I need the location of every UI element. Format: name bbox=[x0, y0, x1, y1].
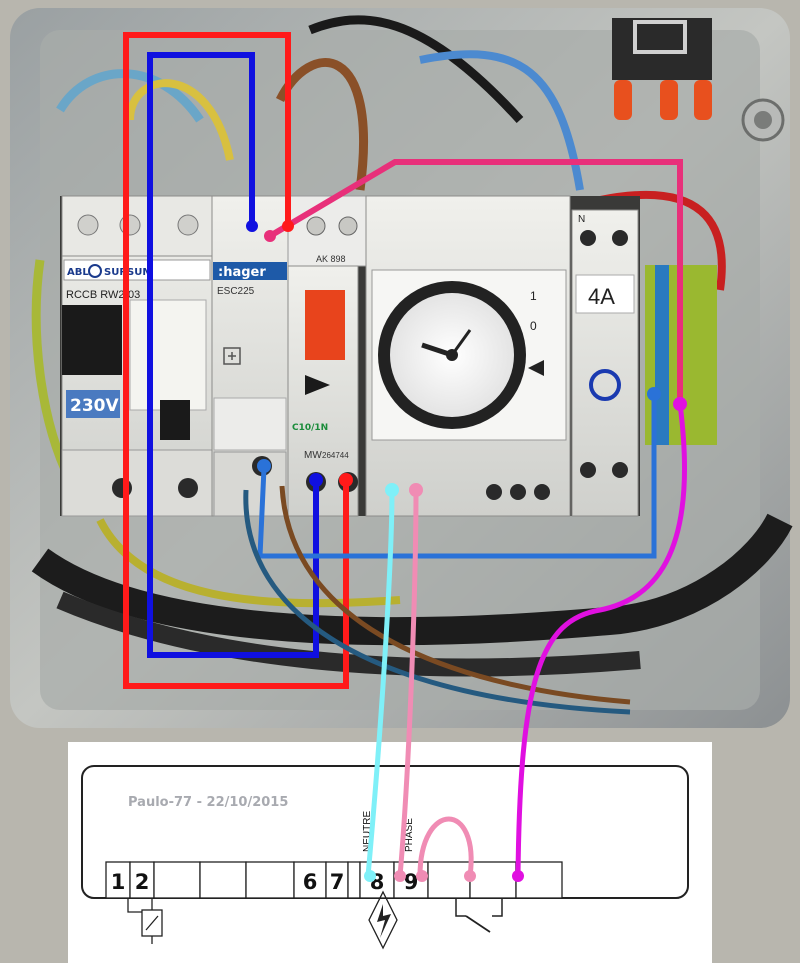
neutral-terminal-block bbox=[655, 265, 669, 445]
wire-end-red-bottom bbox=[339, 473, 353, 487]
neutral-mark: N bbox=[578, 214, 585, 225]
photo-wire-2 bbox=[126, 79, 234, 161]
mw-code: 264744 bbox=[322, 451, 349, 460]
brand-label: :hager bbox=[218, 265, 266, 280]
top-terminal-block bbox=[612, 18, 712, 80]
ak-label: AK 898 bbox=[316, 254, 346, 264]
terminal-number: 7 bbox=[330, 870, 345, 894]
watermark: Paulo-77 - 22/10/2015 bbox=[128, 795, 288, 810]
spade-connector-2 bbox=[660, 80, 678, 120]
photo-wire-3 bbox=[275, 58, 369, 191]
terminal-cell bbox=[347, 861, 361, 899]
rccb-module: ABL SURSUM RCCB RW2 03 230V bbox=[61, 195, 213, 517]
plus-symbol-box bbox=[223, 347, 241, 365]
wire-magenta bbox=[515, 403, 687, 877]
wire-brown bbox=[279, 485, 631, 705]
voltage-label: 230V bbox=[70, 396, 119, 416]
wire-end-red-top bbox=[282, 220, 294, 232]
breaker-module: AK 898 C10/1N MW 264744 bbox=[287, 195, 367, 517]
wire-end-pink bbox=[264, 230, 276, 242]
wire-bridge-7-8 bbox=[417, 816, 474, 877]
wire-red bbox=[123, 32, 349, 689]
wire-end-bridge-left bbox=[416, 870, 428, 882]
wire-cyan bbox=[365, 489, 395, 877]
terminal-clip bbox=[633, 20, 687, 54]
spade-connector-1 bbox=[614, 80, 632, 120]
wire-end-blue-top bbox=[246, 220, 258, 232]
rccb-toggle bbox=[62, 305, 122, 375]
wire-end-rose-bottom bbox=[394, 870, 406, 882]
rccb-label-tail: 03 bbox=[128, 289, 140, 301]
high-voltage-warning-icon bbox=[368, 890, 398, 950]
abl-logo: ABL bbox=[67, 267, 89, 278]
rccb-label: RCCB RW2 bbox=[66, 289, 124, 301]
wire-end-rose-top bbox=[409, 483, 423, 497]
terminal-number: 6 bbox=[303, 870, 318, 894]
terminal-number: 2 bbox=[135, 870, 150, 894]
wire-lightblue bbox=[257, 394, 657, 559]
relay-contact-symbol bbox=[455, 898, 503, 933]
thermistor-symbol bbox=[127, 898, 163, 944]
mw-label: MW bbox=[304, 450, 322, 461]
fuse-label: 4A bbox=[588, 284, 615, 309]
wire-end-magenta-top bbox=[673, 397, 687, 411]
photo-wire-5 bbox=[419, 50, 584, 191]
wire-end-cyan-top bbox=[385, 483, 399, 497]
wire-end-lightblue bbox=[257, 459, 271, 473]
terminal-cell bbox=[515, 861, 563, 899]
wire-end-lightblue-right bbox=[647, 387, 661, 401]
terminal-number: 1 bbox=[111, 870, 126, 894]
terminal-cell bbox=[153, 861, 201, 899]
hager-contactor-module: :hager ESC225 bbox=[211, 195, 289, 517]
photo-wire-4 bbox=[308, 15, 524, 124]
label-neutre: NEUTRE bbox=[362, 811, 373, 852]
photo-wire-6 bbox=[599, 190, 726, 291]
terminal-number: 9 bbox=[404, 870, 419, 894]
schematic-panel bbox=[68, 742, 712, 963]
wire-end-blue-bottom bbox=[309, 473, 323, 487]
breaker-arrow-icon bbox=[305, 375, 330, 395]
timer-module: 1 0 bbox=[365, 195, 571, 517]
wire-end-magenta-bottom bbox=[512, 870, 524, 882]
screw-head bbox=[754, 111, 772, 129]
fuse-indicator-icon bbox=[589, 369, 621, 401]
wire-end-cyan-bottom bbox=[364, 870, 376, 882]
dial-mark-zero: 0 bbox=[530, 319, 537, 333]
abl-logo-icon bbox=[88, 264, 102, 278]
breaker-toggle bbox=[305, 290, 345, 360]
terminal-cell bbox=[199, 861, 247, 899]
terminal-cell bbox=[245, 861, 295, 899]
breaker-rating: C10/1N bbox=[292, 423, 328, 433]
terminal-cell bbox=[427, 861, 471, 899]
terminal-cell bbox=[469, 861, 517, 899]
dial-mark-one: 1 bbox=[530, 289, 537, 303]
photo-wire-7 bbox=[31, 259, 75, 483]
plus-icon bbox=[228, 352, 236, 360]
wire-pink bbox=[268, 159, 683, 404]
hager-brand-band bbox=[213, 262, 287, 280]
dial-pointer-icon bbox=[528, 360, 544, 376]
fuse-module: N 4A bbox=[571, 209, 639, 517]
spade-connector-3 bbox=[694, 80, 712, 120]
voltage-badge bbox=[66, 390, 120, 418]
rccb-test-button bbox=[160, 400, 190, 440]
model-label: ESC225 bbox=[217, 286, 255, 297]
wire-rose bbox=[397, 489, 419, 877]
terminal-cell bbox=[129, 861, 155, 899]
label-phase: PHASE bbox=[404, 818, 415, 852]
wire-end-bridge-right bbox=[464, 870, 476, 882]
